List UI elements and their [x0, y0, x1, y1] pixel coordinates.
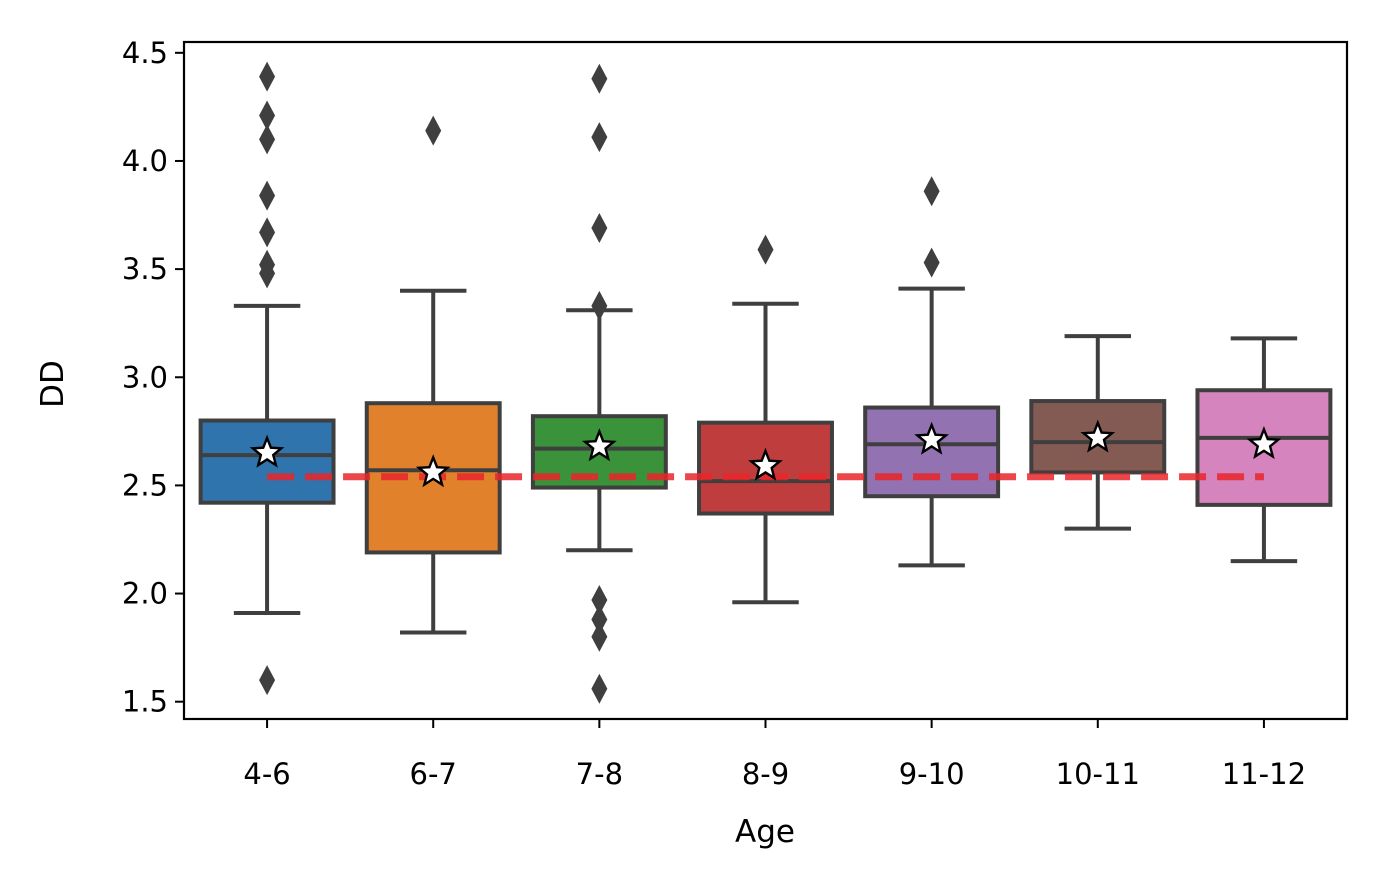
x-tick-label: 11-12 — [1222, 757, 1306, 791]
outlier-marker — [591, 290, 608, 321]
outlier-marker — [591, 621, 608, 652]
x-tick-label: 8-9 — [742, 757, 789, 791]
outlier-marker — [259, 100, 276, 131]
mean-star-marker — [914, 421, 950, 455]
box-group-6-7 — [364, 115, 502, 635]
box-iqr — [863, 405, 1001, 499]
x-tick-label: 9-10 — [899, 757, 965, 791]
y-axis: 1.5 2.0 2.5 3.0 3.5 4.0 4.5 — [122, 36, 184, 719]
outlier-marker — [591, 63, 608, 94]
outlier-marker — [425, 115, 442, 146]
mean-star-marker — [249, 434, 285, 468]
mean-star-marker — [415, 454, 451, 488]
outlier-marker — [259, 665, 276, 696]
x-tick-label: 10-11 — [1056, 757, 1140, 791]
box-group-7-8 — [530, 63, 668, 704]
outlier-marker — [591, 585, 608, 616]
mean-star-marker — [748, 447, 783, 481]
outlier-marker — [259, 61, 276, 92]
y-tick-label: 1.5 — [122, 685, 168, 719]
y-tick-label: 3.0 — [122, 360, 168, 394]
outlier-marker — [591, 673, 608, 704]
y-tick-label: 4.5 — [122, 36, 168, 70]
x-axis: 4-6 6-7 7-8 8-9 9-10 10-11 11-12 — [243, 719, 1306, 791]
y-tick-label: 2.5 — [122, 468, 168, 502]
plot-area — [198, 61, 1333, 704]
mean-star-marker — [581, 428, 617, 462]
outlier-marker — [259, 180, 276, 211]
box-group-4-6 — [198, 61, 336, 696]
box-group-9-10 — [863, 176, 1001, 568]
outlier-marker — [757, 234, 774, 265]
y-axis-title: DD — [35, 360, 71, 408]
x-tick-label: 4-6 — [243, 757, 290, 791]
y-tick-label: 4.0 — [122, 144, 168, 178]
outlier-marker — [591, 213, 608, 244]
box-group-8-9 — [697, 234, 834, 605]
outlier-marker — [923, 247, 940, 278]
y-tick-label: 2.0 — [122, 577, 168, 611]
x-tick-label: 7-8 — [576, 757, 623, 791]
box-iqr — [198, 418, 336, 505]
outlier-marker — [591, 604, 608, 635]
mean-star-marker — [1080, 419, 1116, 453]
y-tick-label: 3.5 — [122, 252, 168, 286]
x-axis-title: Age — [735, 814, 795, 850]
outlier-marker — [591, 122, 608, 153]
outlier-marker — [259, 217, 276, 248]
outlier-marker — [923, 176, 940, 207]
mean-star-marker — [1246, 426, 1282, 460]
x-tick-label: 6-7 — [410, 757, 457, 791]
outlier-marker — [259, 124, 276, 155]
outlier-marker — [259, 249, 276, 280]
